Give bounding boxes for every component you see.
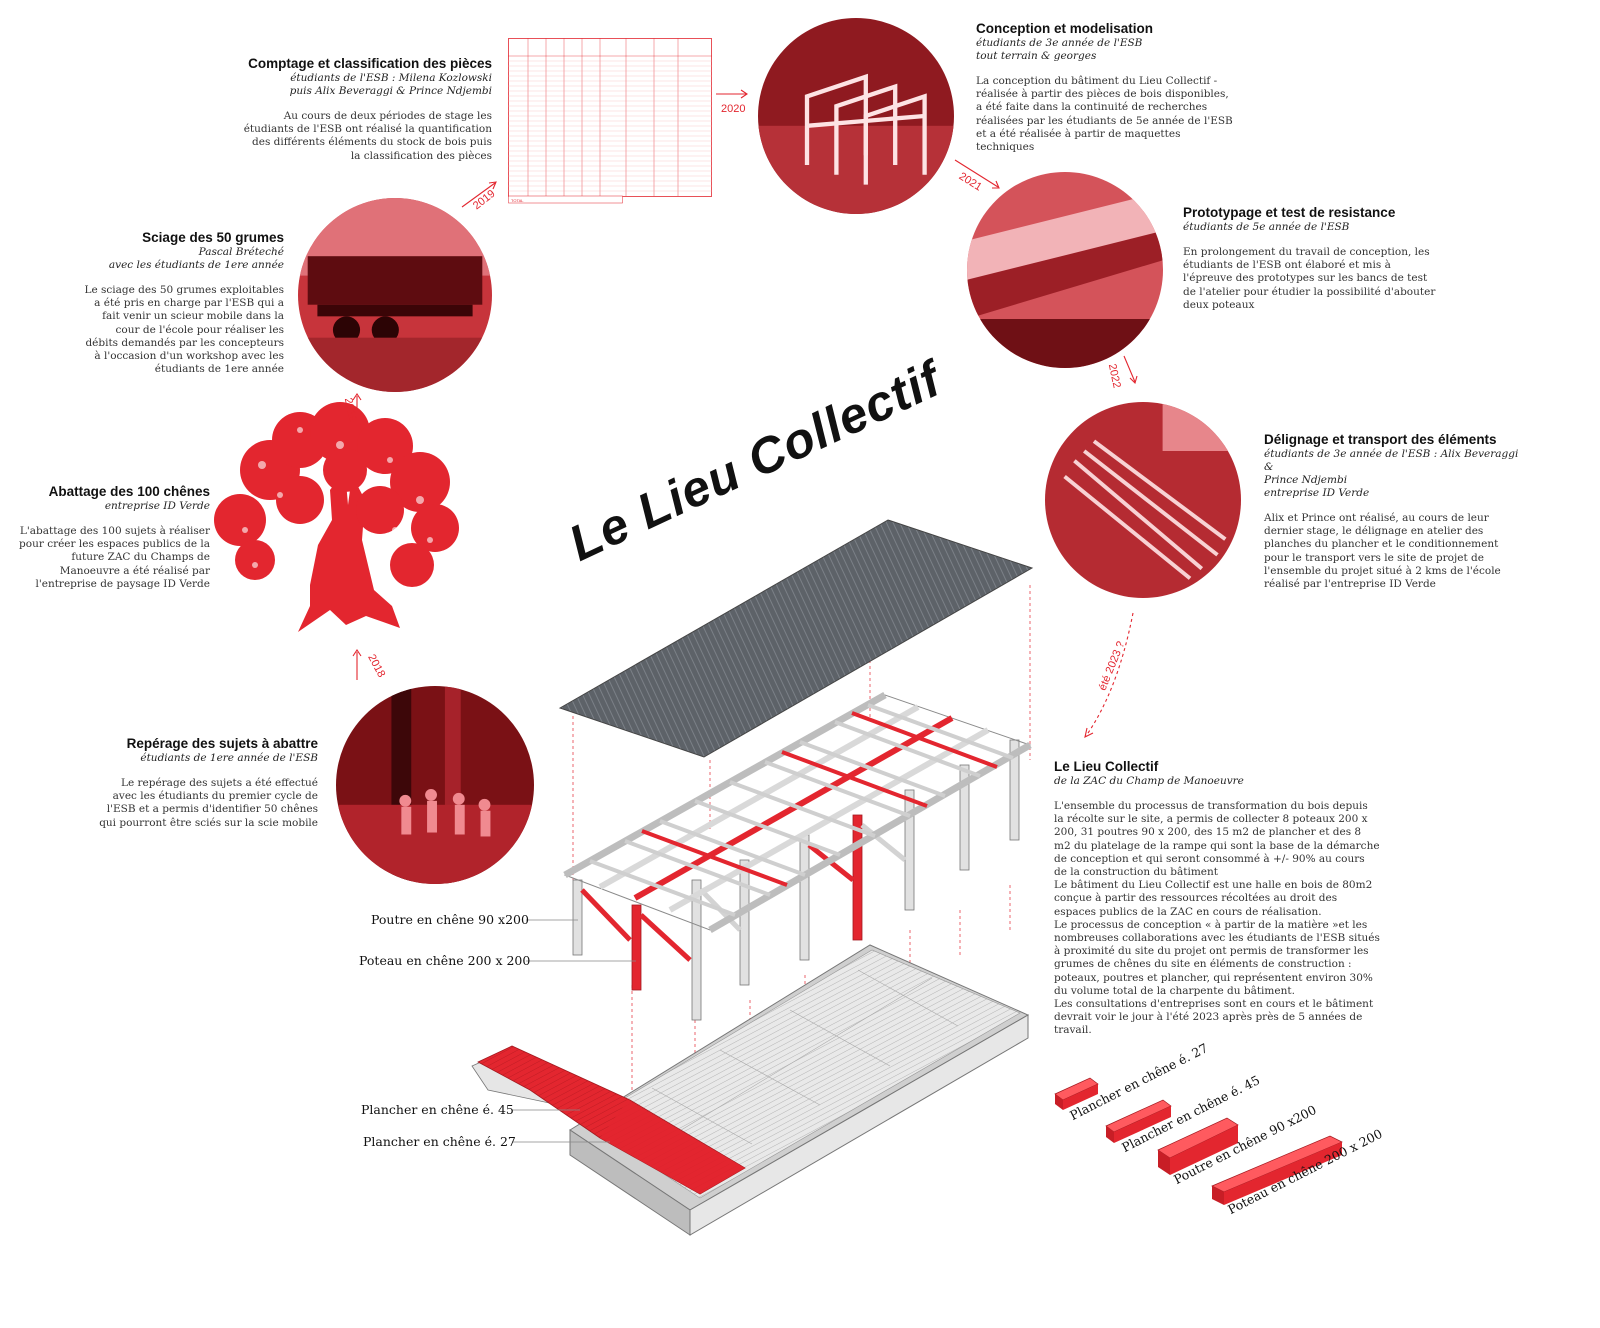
frame-posts <box>572 739 1020 1021</box>
step-title: Abattage des 100 chênes <box>48 484 210 499</box>
callout-plancher-27: Plancher en chêne é. 27 <box>363 1134 516 1149</box>
step-title: Délignage et transport des éléments <box>1264 432 1497 447</box>
photo-sciage <box>298 198 492 392</box>
step-comptage: Comptage et classification des pièces ét… <box>240 56 492 163</box>
year-2020: 2020 <box>721 103 746 115</box>
step-subtitle: de la ZAC du Champ de Manoeuvre <box>1054 775 1244 787</box>
step-subtitle: Prince Ndjembi <box>1264 474 1348 486</box>
step-title: Comptage et classification des pièces <box>248 56 492 71</box>
step-body: L'abattage des 100 sujets à réaliser pou… <box>19 525 210 590</box>
step-subtitle: étudiants de 5e année de l'ESB <box>1183 221 1350 233</box>
step-body: Alix et Prince ont réalisé, au cours de … <box>1264 512 1501 591</box>
step-body: L'ensemble du processus de transformatio… <box>1054 800 1380 1037</box>
step-lieu-collectif: Le Lieu Collectif de la ZAC du Champ de … <box>1054 759 1380 1038</box>
step-subtitle: tout terrain & georges <box>976 50 1097 62</box>
photo-reperage <box>336 686 534 884</box>
step-delignage: Délignage et transport des éléments étud… <box>1264 432 1526 591</box>
frame-grid <box>563 691 1032 934</box>
step-subtitle: Pascal Bréteché <box>198 246 284 258</box>
step-body: La conception du bâtiment du Lieu Collec… <box>976 75 1233 154</box>
legend-swatches <box>1054 1077 1343 1205</box>
step-title: Sciage des 50 grumes <box>142 230 284 245</box>
photo-conception <box>758 18 954 214</box>
step-subtitle: entreprise ID Verde <box>1264 487 1370 499</box>
callout-lines <box>512 919 636 1143</box>
callout-plancher-45: Plancher en chêne é. 45 <box>361 1102 514 1117</box>
step-sciage: Sciage des 50 grumes Pascal Bréteché ave… <box>84 230 285 376</box>
roof <box>558 519 1034 758</box>
table-total-label: TOTAL <box>511 198 524 203</box>
callout-poutre: Poutre en chêne 90 x200 <box>371 912 529 927</box>
step-title: Repérage des sujets à abattre <box>126 736 318 751</box>
step-prototypage: Prototypage et test de resistance étudia… <box>1183 205 1441 312</box>
step-title: Le Lieu Collectif <box>1054 759 1159 774</box>
oak-tree-texture <box>242 427 433 568</box>
step-subtitle: étudiants de l'ESB : Milena Kozlowski <box>290 72 492 84</box>
step-body: Au cours de deux périodes de stage les é… <box>243 110 492 162</box>
step-title: Prototypage et test de resistance <box>1183 205 1396 220</box>
photo-delignage <box>1045 402 1241 598</box>
step-body: Le repérage des sujets a été effectué av… <box>99 777 318 829</box>
inventory-table: TOTAL <box>508 38 712 204</box>
step-subtitle: étudiants de 3e année de l'ESB : Alix Be… <box>1264 448 1519 473</box>
floor-slab <box>471 944 1030 1236</box>
step-body: En prolongement du travail de conception… <box>1183 246 1436 311</box>
step-subtitle: étudiants de 3e année de l'ESB <box>976 37 1143 49</box>
callout-poteau: Poteau en chêne 200 x 200 <box>359 953 531 968</box>
step-body: Le sciage des 50 grumes exploitables a é… <box>84 284 285 376</box>
oak-tree-illustration <box>214 402 459 632</box>
step-conception: Conception et modelisation étudiants de … <box>976 21 1234 154</box>
step-reperage: Repérage des sujets à abattre étudiants … <box>96 736 318 830</box>
step-title: Conception et modelisation <box>976 21 1154 36</box>
step-subtitle: avec les étudiants de 1ere année <box>108 259 284 271</box>
step-subtitle: étudiants de 1ere année de l'ESB <box>140 752 318 764</box>
step-subtitle: puis Alix Beveraggi & Prince Ndjembi <box>289 85 492 97</box>
step-subtitle: entreprise ID Verde <box>104 500 210 512</box>
step-abattage: Abattage des 100 chênes entreprise ID Ve… <box>10 484 210 591</box>
photo-prototypage <box>967 172 1163 368</box>
